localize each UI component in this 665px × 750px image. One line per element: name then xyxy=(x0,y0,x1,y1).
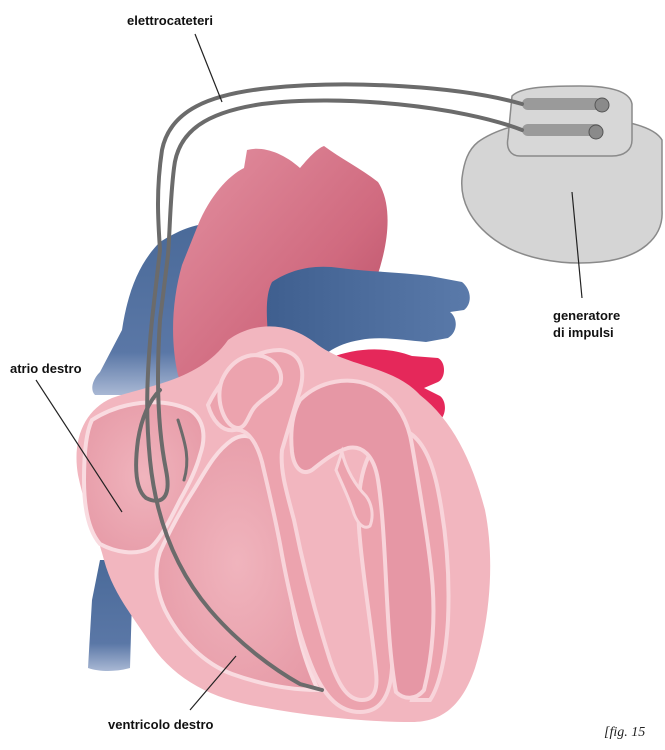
connector-slot-top xyxy=(522,98,602,110)
pointer-leads xyxy=(195,34,222,102)
label-generator-line2: di impulsi xyxy=(553,325,614,340)
generator-header xyxy=(508,86,633,156)
pulse-generator xyxy=(462,86,662,263)
figure-reference: [fig. 15 xyxy=(604,725,645,740)
label-leads: elettrocateteri xyxy=(127,13,213,28)
label-right-ventricle: ventricolo destro xyxy=(108,717,214,732)
set-screw-top xyxy=(595,98,609,112)
label-generator-line1: generatore xyxy=(553,308,620,323)
set-screw-bottom xyxy=(589,125,603,139)
label-right-atrium: atrio destro xyxy=(10,361,82,376)
